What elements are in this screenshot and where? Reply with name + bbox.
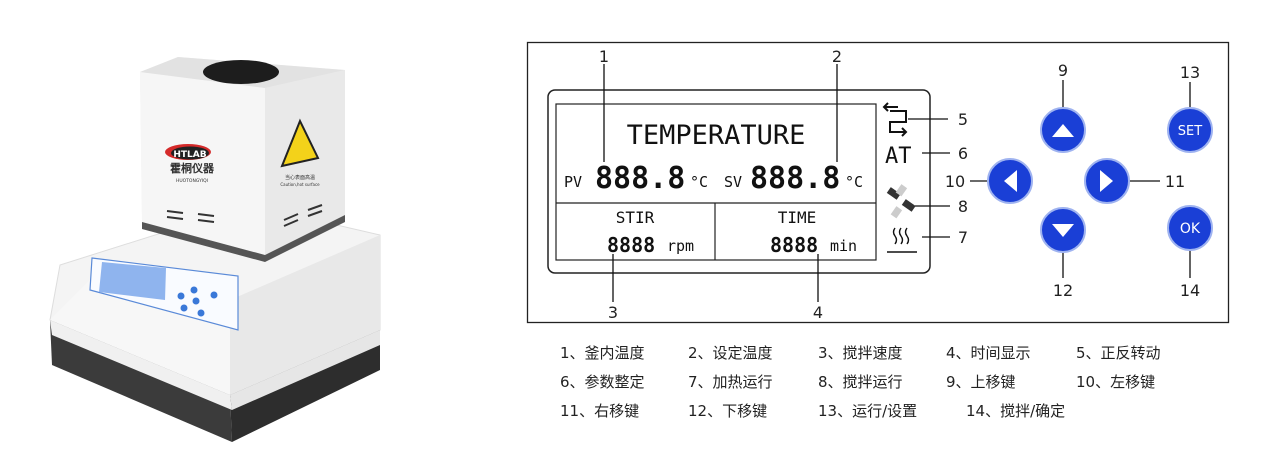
- up-button[interactable]: [1040, 107, 1086, 153]
- callout-2: 2: [832, 47, 842, 66]
- time-label: TIME: [778, 208, 817, 227]
- legend-item: 7、加热运行: [688, 373, 773, 391]
- legend-item: 5、正反转动: [1076, 344, 1161, 362]
- stir-unit: rpm: [667, 237, 694, 255]
- product-image: HTLAB 霍桐仪器 HUOTONGYIQI 当心表面高温 Caution,ho…: [49, 57, 381, 442]
- lcd-inner: [555, 103, 877, 261]
- legend: 1、釜内温度 2、设定温度 3、搅拌速度 4、时间显示 5、正反转动 6、参数整…: [560, 338, 1220, 425]
- legend-item: 11、右移键: [560, 402, 640, 420]
- stir-running-icon: [886, 184, 916, 219]
- stir-label: STIR: [616, 208, 655, 227]
- lcd-outline: [547, 89, 931, 274]
- left-button[interactable]: [987, 158, 1033, 204]
- vent-slots: [166, 204, 323, 227]
- panel-buttons: [177, 286, 218, 317]
- legend-row: 11、右移键 12、下移键 13、运行/设置 14、搅拌/确定: [560, 396, 1220, 425]
- callout-6: 6: [958, 144, 968, 163]
- callout-13: 13: [1180, 63, 1200, 82]
- ok-button[interactable]: OK: [1167, 205, 1213, 251]
- callout-9: 9: [1058, 61, 1068, 80]
- callout-4: 4: [813, 303, 823, 322]
- legend-item: 12、下移键: [688, 402, 768, 420]
- chevron-down-icon: [1052, 224, 1074, 237]
- legend-item: 2、设定温度: [688, 344, 773, 362]
- sv-label: SV: [724, 173, 742, 191]
- heating-icon: [887, 227, 917, 253]
- stir-value: 8888: [607, 233, 655, 257]
- leader-lines: [603, 64, 1191, 302]
- legend-item: 10、左移键: [1076, 373, 1156, 391]
- callout-12: 12: [1053, 281, 1073, 300]
- legend-item: 14、搅拌/确定: [966, 402, 1066, 420]
- chevron-up-icon: [1052, 124, 1074, 137]
- legend-item: 1、釜内温度: [560, 344, 645, 362]
- sample-well: [203, 60, 279, 84]
- svg-text:HTLAB: HTLAB: [173, 150, 206, 160]
- svg-text:当心表面高温: 当心表面高温: [285, 174, 315, 181]
- callout-1: 1: [599, 47, 609, 66]
- right-button[interactable]: [1084, 158, 1130, 204]
- pv-value: 888.8: [595, 161, 685, 196]
- legend-item: 3、搅拌速度: [818, 344, 903, 362]
- callout-3: 3: [608, 303, 618, 322]
- htlab-logo: HTLAB 霍桐仪器 HUOTONGYIQI: [165, 144, 215, 184]
- set-button[interactable]: SET: [1167, 107, 1213, 153]
- legend-item: 13、运行/设置: [818, 402, 918, 420]
- legend-row: 1、釜内温度 2、设定温度 3、搅拌速度 4、时间显示 5、正反转动: [560, 338, 1220, 367]
- svg-text:霍桐仪器: 霍桐仪器: [170, 161, 215, 175]
- ok-button-label: OK: [1180, 221, 1201, 237]
- legend-item: 9、上移键: [946, 373, 1016, 391]
- svg-text:Caution,hot surface: Caution,hot surface: [280, 182, 320, 187]
- lcd-screen: [99, 262, 166, 300]
- legend-item: 6、参数整定: [560, 373, 645, 391]
- chevron-left-icon: [1004, 170, 1017, 192]
- callout-7: 7: [958, 228, 968, 247]
- svg-text:HUOTONGYIQI: HUOTONGYIQI: [176, 178, 208, 184]
- callout-8: 8: [958, 197, 968, 216]
- sv-value: 888.8: [750, 161, 840, 196]
- down-button[interactable]: [1040, 207, 1086, 253]
- callout-11: 11: [1165, 172, 1185, 191]
- time-unit: min: [830, 237, 857, 255]
- callout-5: 5: [958, 110, 968, 129]
- callout-10: 10: [945, 172, 965, 191]
- sv-unit: °C: [845, 173, 863, 191]
- at-label: AT: [885, 144, 912, 169]
- callout-14: 14: [1180, 281, 1200, 300]
- legend-row: 6、参数整定 7、加热运行 8、搅拌运行 9、上移键 10、左移键: [560, 367, 1220, 396]
- set-button-label: SET: [1178, 124, 1202, 139]
- pv-unit: °C: [690, 173, 708, 191]
- legend-item: 4、时间显示: [946, 344, 1031, 362]
- lcd-title: TEMPERATURE: [627, 120, 806, 151]
- time-value: 8888: [770, 233, 818, 257]
- hot-surface-warning-icon: 当心表面高温 Caution,hot surface: [280, 118, 320, 187]
- legend-item: 8、搅拌运行: [818, 373, 903, 391]
- reverse-rotation-icon: [882, 102, 908, 137]
- pv-label: PV: [564, 173, 582, 191]
- chevron-right-icon: [1100, 170, 1113, 192]
